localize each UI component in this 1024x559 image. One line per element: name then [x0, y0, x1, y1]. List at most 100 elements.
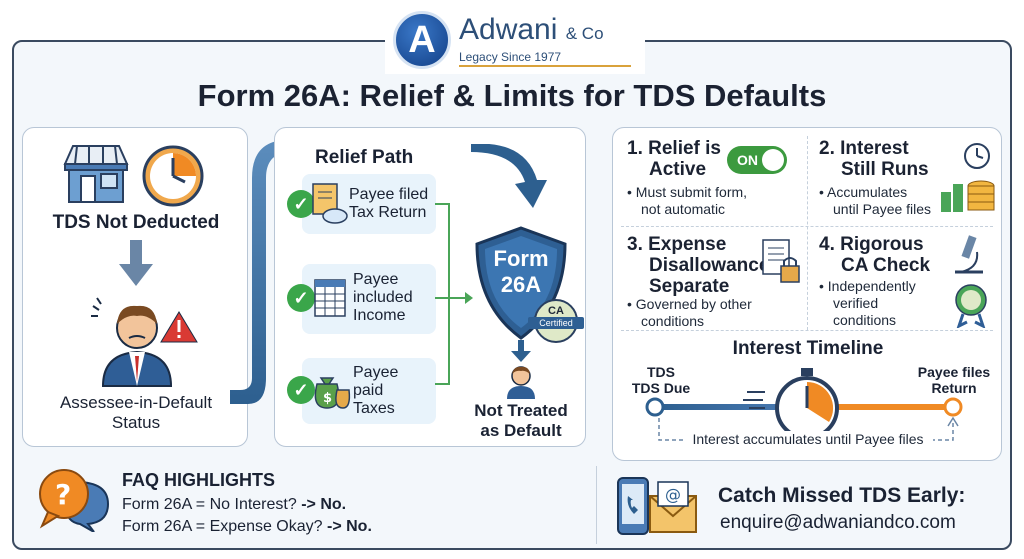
point-4-bullet-line-1: Independently: [827, 278, 916, 294]
timeline-start-line-1: TDS: [647, 364, 675, 380]
relief-toggle: ON: [727, 146, 787, 174]
point-4-bullet-line-3: conditions: [833, 312, 897, 328]
step-1-text: Payee filed Tax Return: [349, 186, 428, 222]
relief-path-heading: Relief Path: [315, 147, 414, 168]
point-3-title: 3. Expense Disallowance Separate: [627, 234, 769, 297]
timeline-start-line-2: TDS Due: [631, 380, 691, 396]
curved-arrow-icon: [471, 144, 547, 208]
divider: [807, 136, 808, 330]
status-line-1: Assessee-in-Default: [59, 393, 213, 412]
small-down-arrow-icon: [511, 340, 531, 362]
svg-text:$: $: [323, 391, 332, 406]
point-1-title-line-1: 1. Relief is: [627, 138, 721, 159]
footer-divider: [596, 466, 597, 544]
svg-text:?: ?: [55, 478, 71, 511]
point-1-title-line-2: Active: [649, 159, 707, 180]
badge-line-2: Certified: [528, 317, 584, 329]
badge-line-1: CA: [548, 305, 564, 317]
point-2-bullet-line-1: Accumulates: [827, 184, 908, 200]
step-2-text: Payee included Income: [353, 271, 413, 325]
logo-mark: A: [393, 11, 451, 69]
cta-email-link[interactable]: enquire@adwaniandco.com: [720, 512, 956, 533]
timeline-graphic: [645, 368, 963, 441]
outcome-line-1: Not Treated: [474, 401, 568, 420]
point-3-bullet: • Governed by other conditions: [627, 296, 752, 329]
stressed-person-icon: [91, 297, 198, 387]
bracket-connector: [435, 203, 473, 385]
document-cloud-icon: [312, 183, 348, 224]
phone-email-icon: @: [617, 477, 697, 535]
brand-name: Adwani: [459, 12, 558, 46]
faq-item-2: Form 26A = Expense Okay? -> No.: [122, 516, 372, 538]
brand-suffix: & Co: [565, 23, 604, 43]
clock-icon: [142, 145, 204, 207]
money-bag-icon: $: [314, 377, 351, 409]
brand-tagline: Legacy Since 1977: [459, 50, 631, 67]
faq-question-1: Form 26A = No Interest?: [122, 496, 302, 513]
faq-answer-2: -> No.: [327, 518, 372, 535]
point-3-title-line-3: Separate: [649, 276, 730, 297]
point-1-bullet-line-2: not automatic: [641, 201, 726, 217]
step-2-line-1: Payee: [353, 271, 399, 288]
point-1-title: 1. Relief is Active: [627, 138, 721, 180]
step-2-line-2: included: [353, 289, 413, 306]
point-2-title-line-2: Still Runs: [841, 159, 929, 180]
point-2-bullet: • Accumulates until Payee files: [819, 184, 932, 217]
point-3-bullet-line-1: Governed by other: [635, 296, 752, 312]
point-1-bullet: • Must submit form, not automatic: [627, 184, 748, 217]
faq-item-1: Form 26A = No Interest? -> No.: [122, 494, 372, 516]
step-2-line-3: Income: [353, 307, 406, 324]
cta-heading: Catch Missed TDS Early:: [718, 484, 966, 507]
outcome-label: Not Treated as Default: [461, 401, 581, 441]
check-icon: ✓: [287, 376, 315, 404]
point-4-title-line-2: CA Check: [841, 255, 931, 276]
point-4-bullet-line-2: verified: [833, 295, 879, 311]
step-1-line-1: Payee filed: [349, 186, 429, 203]
timeline-end-line-2: Return: [931, 380, 977, 396]
faq-heading: FAQ HIGHLIGHTS: [122, 470, 275, 490]
person-icon: [507, 366, 535, 399]
logo-letter: A: [408, 18, 436, 61]
point-1-bullet-line-1: Must submit form,: [635, 184, 748, 200]
check-icon: ✓: [287, 284, 315, 312]
clock-coins-icon: [941, 143, 995, 212]
step-3-line-1: Payee: [353, 364, 399, 381]
shop-icon: [63, 145, 129, 203]
faq-question-2: Form 26A = Expense Okay?: [122, 518, 327, 535]
step-3-line-3: Taxes: [353, 400, 395, 417]
shield-line-1: Form: [493, 246, 549, 271]
outcome-line-2: as Default: [480, 421, 562, 440]
divider: [621, 330, 993, 331]
assessee-status-label: Assessee-in-Default Status: [23, 393, 249, 433]
toggle-label: ON: [737, 152, 758, 168]
page-title: Form 26A: Relief & Limits for TDS Defaul…: [197, 78, 827, 113]
svg-text:@: @: [665, 485, 681, 504]
relief-path-card: Relief Path ✓ Payee filed Tax Return ✓ P…: [274, 127, 586, 447]
faq-answer-1: -> No.: [301, 496, 347, 513]
step-1-line-2: Tax Return: [349, 204, 427, 221]
timeline-start-label: TDS TDS Due: [621, 364, 701, 396]
spreadsheet-icon: [314, 279, 346, 317]
step-3-line-2: paid: [353, 382, 384, 399]
default-card: TDS Not Deducted Assessee-in-Default Sta…: [22, 127, 248, 447]
point-2-title-line-1: 2. Interest: [819, 138, 909, 159]
point-2-bullet-line-2: until Payee files: [833, 201, 932, 217]
status-line-2: Status: [111, 413, 161, 432]
brand-logo: A Adwani & Co Legacy Since 1977: [385, 6, 645, 74]
timeline-heading: Interest Timeline: [732, 338, 884, 359]
point-4-title-line-1: 4. Rigorous: [819, 234, 924, 255]
timeline-end-label: Payee files Return: [907, 364, 1001, 396]
faq-speech-bubbles-icon: ?: [39, 469, 110, 532]
check-icon: ✓: [287, 190, 315, 218]
point-2-title: 2. Interest Still Runs: [819, 138, 929, 180]
point-3-bullet-line-2: conditions: [641, 313, 705, 329]
shield-line-2: 26A: [500, 272, 542, 297]
ca-badge-text: CA Certified: [528, 305, 584, 329]
point-4-title: 4. Rigorous CA Check: [819, 234, 930, 276]
shield-text: Form 26A: [471, 246, 571, 298]
logo-text: Adwani & Co Legacy Since 1977: [459, 12, 631, 67]
down-arrow-icon: [119, 240, 153, 286]
point-3-title-line-1: 3. Expense: [627, 234, 727, 255]
document-lock-icon: [762, 239, 800, 283]
step-3-text: Payee paid Taxes: [353, 364, 398, 418]
